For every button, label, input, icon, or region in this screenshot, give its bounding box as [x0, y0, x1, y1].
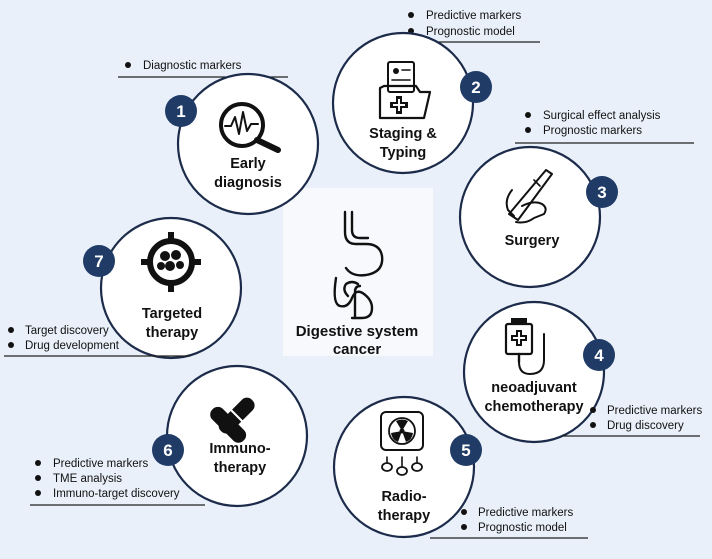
stage-label-line1: Staging & [369, 126, 437, 142]
stage-label-line1: neoadjuvant [491, 380, 577, 396]
bullet-text: Predictive markers [607, 405, 702, 417]
medical-folder-icon [378, 61, 432, 120]
stage-surgery: Surgical effect analysis Prognostic mark… [458, 110, 694, 289]
bullet-text: Diagnostic markers [143, 60, 242, 72]
bullet-text: Prognostic markers [543, 125, 642, 137]
stage-number: 1 [176, 102, 185, 121]
stage-label-line1: Immuno- [209, 441, 270, 457]
bullet-text: Prognostic model [426, 26, 515, 38]
bullet-text: TME analysis [53, 473, 122, 485]
stage-number: 6 [163, 441, 172, 460]
bullet-dot [525, 112, 531, 118]
stage-circle [458, 145, 602, 289]
stage-number: 3 [597, 183, 606, 202]
stage-radiotherapy: Radio- therapy 5 Predictive markers Prog… [332, 395, 588, 539]
bullet-dot [590, 422, 596, 428]
iv-bag-icon [504, 318, 545, 375]
stage-number-badge [586, 176, 618, 208]
stage-label-line2: therapy [146, 325, 198, 341]
center-title-line1: Digestive system [296, 323, 419, 340]
center-title-line2: cancer [333, 341, 382, 358]
bullet-text: Predictive markers [478, 507, 573, 519]
center-panel [283, 188, 433, 356]
bullet-dot [525, 127, 531, 133]
stage-label-line1: Targeted [142, 306, 202, 322]
center-node: Digestive system cancer [283, 188, 433, 358]
stage-neoadjuvant-chemotherapy: neoadjuvant chemotherapy 4 Predictive ma… [462, 300, 702, 444]
radiation-machine-icon [380, 411, 424, 476]
stage-circle [462, 300, 606, 444]
stage-number-badge [152, 434, 184, 466]
bullet-text: Drug discovery [607, 420, 684, 432]
bullet-dot [35, 475, 41, 481]
bullet-text: Predictive markers [53, 458, 148, 470]
bullet-text: Drug development [25, 340, 120, 352]
bullet-text: Immuno-target discovery [53, 488, 180, 500]
bullet-text: Predictive markers [426, 10, 521, 22]
stage-immunotherapy: Immuno- therapy 6 Predictive markers TME… [30, 364, 309, 508]
stage-label-line1: Early [230, 156, 265, 172]
magnifier-waveform-icon [219, 102, 281, 153]
stage-number-badge [83, 245, 115, 277]
stage-number: 2 [471, 78, 480, 97]
stage-targeted-therapy: Targeted therapy 7 Target discovery Drug… [4, 216, 243, 360]
bullet-dot [35, 460, 41, 466]
stage-early-diagnosis: Diagnostic markers Early diagnosis 1 [118, 60, 320, 216]
stage-label-line2: diagnosis [214, 175, 282, 191]
bullet-dot [8, 342, 14, 348]
stage-number-badge [460, 71, 492, 103]
stage-number: 4 [594, 346, 604, 365]
stage-staging-typing: Predictive markers Prognostic model Stag… [331, 10, 540, 175]
stage-label-line2: therapy [378, 508, 430, 524]
bullet-dot [408, 12, 414, 18]
crossed-bandage-icon [210, 397, 255, 443]
stage-label-line2: therapy [214, 460, 266, 476]
stage-number-badge [583, 339, 615, 371]
bullet-text: Prognostic model [478, 522, 567, 534]
bullet-dot [461, 509, 467, 515]
stage-number: 5 [461, 441, 470, 460]
bullet-dot [125, 62, 131, 68]
target-cells-icon [141, 232, 201, 292]
stage-number: 7 [94, 252, 103, 271]
scalpel-hand-icon [505, 169, 553, 224]
bullet-dot [590, 407, 596, 413]
bullet-dot [35, 490, 41, 496]
stage-label-line1: Radio- [381, 489, 426, 505]
stage-label-line2: chemotherapy [484, 399, 583, 415]
stage-number-badge [450, 434, 482, 466]
stage-number-badge [165, 95, 197, 127]
digestive-system-icon [333, 210, 384, 320]
bullet-dot [8, 327, 14, 333]
bullet-dot [461, 524, 467, 530]
stage-label-line2: Typing [380, 145, 426, 161]
stage-label-line1: Surgery [505, 233, 560, 249]
bullet-text: Target discovery [25, 325, 109, 337]
bullet-text: Surgical effect analysis [543, 110, 661, 122]
